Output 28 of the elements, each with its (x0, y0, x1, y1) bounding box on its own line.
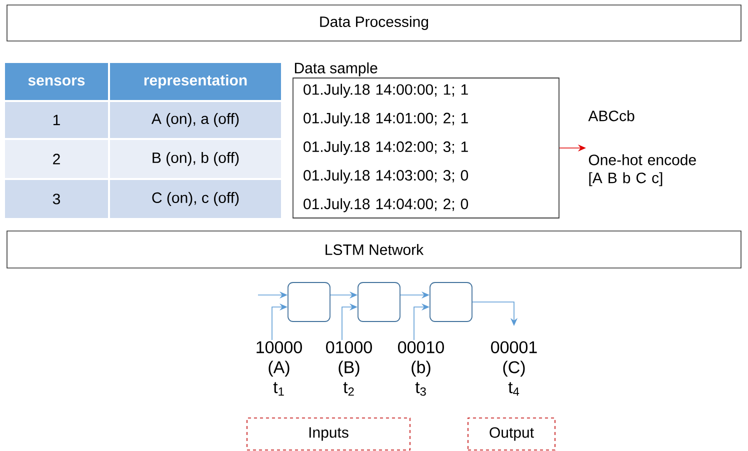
lstm-cell (430, 282, 472, 322)
encoding-text: ABCcb (588, 110, 634, 122)
box-heading: Data sample (294, 62, 378, 76)
section-banner: Data Processing (6, 4, 742, 42)
table-cell: 2 (5, 140, 108, 178)
section-banner: LSTM Network (6, 230, 742, 268)
node-label: 01.July.18 14:02:00; 3; 1 (304, 141, 468, 155)
vector-label: 10000 (A) t$_{1}$ (256, 341, 302, 396)
table-cell: C (on), c (off) (110, 180, 281, 218)
table-header-cell: representation (110, 63, 281, 100)
lstm-cell (358, 282, 400, 322)
table-cell: 3 (5, 180, 108, 218)
lstm-cell (288, 282, 330, 322)
vector-label: 00010 (b) t$_{3}$ (398, 341, 444, 396)
table-header-cell: sensors (5, 63, 108, 100)
data-sample-box: 01.July.18 14:00:00; 1; 1 01.July.18 14:01:00; 2; 1 01.July.18 14:02:00; 3; 1 01.July.18 14:03:00; 3; 0 01.July.18 14:04:00; 2; 0 (292, 78, 560, 218)
group-box: Inputs (246, 418, 410, 450)
vector-label: 01000 (B) t$_{2}$ (326, 341, 372, 396)
vector-label: 00001 (C) t$_{4}$ (491, 341, 537, 396)
table-cell: B (on), b (off) (110, 140, 281, 178)
group-box: Output (468, 418, 556, 450)
node-label: 01.July.18 14:03:00; 3; 0 (304, 170, 468, 184)
encoding-text: One-hot encode [A B b C c] (588, 154, 696, 186)
node-label: 01.July.18 14:01:00; 2; 1 (304, 112, 468, 126)
table-cell: A (on), a (off) (110, 102, 281, 138)
table-cell: 1 (5, 102, 108, 138)
node-label: 01.July.18 14:00:00; 1; 1 (304, 84, 468, 98)
node-label: 01.July.18 14:04:00; 2; 0 (304, 198, 468, 212)
